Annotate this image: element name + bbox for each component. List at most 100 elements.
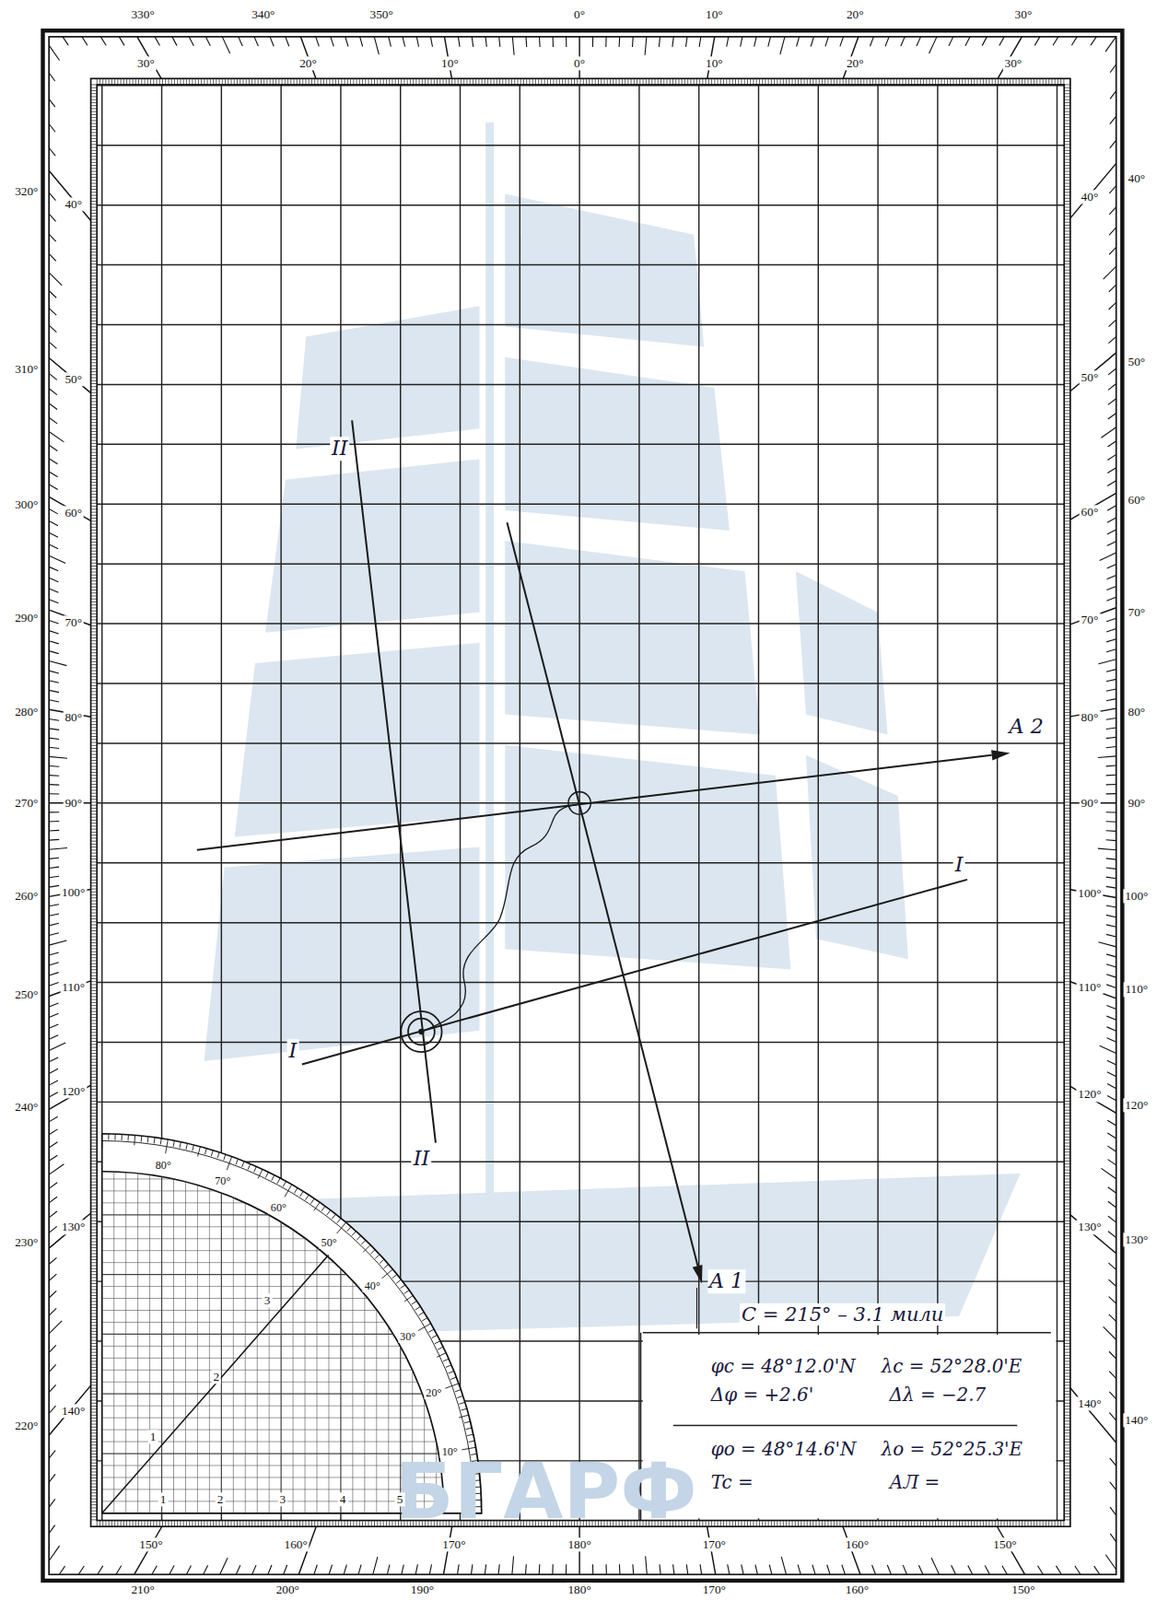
coordinate-entry: λc = 52°28.0'E: [879, 1356, 1025, 1379]
scale-label: 170°: [701, 1537, 728, 1552]
sail: [795, 571, 889, 735]
inner-border: [91, 78, 1071, 1527]
scale-label: 150°: [991, 1537, 1018, 1552]
scale-label: 40°: [62, 197, 84, 211]
line-label: I: [953, 853, 966, 877]
bearing-label: 240°: [12, 1099, 40, 1114]
bearing-label: 80°: [1125, 704, 1147, 719]
scale-label: 60°: [62, 505, 84, 520]
scale-number: 4: [338, 1492, 349, 1507]
scale-number: 2: [215, 1492, 226, 1507]
line-label: A 1: [707, 1269, 746, 1294]
scale-label: 10°: [703, 56, 725, 71]
scale-label: 160°: [843, 1537, 871, 1552]
scale-label: 60°: [1079, 504, 1101, 519]
ship-watermark: [173, 122, 1020, 1337]
scale-label: 50°: [1079, 370, 1101, 385]
scale-number: 3: [262, 1294, 273, 1309]
scale-number: 5: [395, 1492, 406, 1507]
line-label: A 2: [1007, 714, 1046, 739]
box-line: [642, 1332, 1052, 1333]
protractor-degree: 60°: [268, 1201, 289, 1215]
box-line: [673, 1425, 1017, 1426]
sail: [234, 642, 480, 837]
position-line: [302, 879, 968, 1065]
bearing-label: 100°: [1122, 888, 1150, 903]
bearing-label: 320°: [12, 185, 40, 199]
protractor-degree: 40°: [362, 1279, 383, 1293]
line-label: II: [329, 437, 351, 462]
scale-label: 120°: [1075, 1087, 1103, 1102]
bearing-label: 340°: [249, 7, 277, 22]
scale-label: 150°: [137, 1537, 164, 1552]
bearing-label: 120°: [1122, 1098, 1150, 1112]
scale-label: 120°: [59, 1084, 87, 1099]
scale-number: 3: [277, 1492, 288, 1507]
ruler-ticks: [91, 78, 1071, 1527]
bearing-label: 280°: [12, 704, 40, 719]
protractor-diagonal: [102, 1255, 329, 1514]
bearing-label: 290°: [12, 611, 40, 626]
protractor-arc: [102, 1171, 445, 1514]
scale-label: 140°: [1075, 1396, 1103, 1411]
bearing-label: 130°: [1122, 1232, 1150, 1247]
bearing-label: 270°: [12, 795, 40, 810]
scale-label: 0°: [572, 56, 587, 71]
sail: [265, 459, 480, 633]
bearing-label: 170°: [701, 1582, 728, 1597]
bearing-label: 190°: [409, 1582, 436, 1597]
scale-label: 170°: [440, 1537, 468, 1552]
scale-label: 90°: [62, 795, 84, 810]
box-ground: [642, 1334, 1057, 1519]
bearing-label: 300°: [12, 498, 40, 513]
sail: [504, 540, 760, 735]
mast: [485, 122, 494, 1327]
bearing-label: 90°: [1125, 795, 1147, 810]
fix-circle: [400, 1011, 442, 1052]
azimuth-line: [506, 522, 698, 1267]
coordinate-entry: АЛ =: [888, 1472, 943, 1495]
compass-ticks: [48, 36, 1117, 1575]
scale-label: 130°: [1075, 1220, 1103, 1235]
tick-line: [696, 1287, 698, 1329]
protractor-degree: 50°: [319, 1236, 339, 1250]
bearing-label: 310°: [12, 362, 40, 376]
coordinate-entry: Δλ = −2.7: [888, 1385, 989, 1407]
scale-label: 20°: [844, 56, 866, 71]
scale-label: 140°: [59, 1403, 87, 1418]
scale-label: 50°: [62, 372, 84, 386]
plot-lines: [197, 420, 1011, 1329]
bearing-label: 230°: [12, 1235, 40, 1250]
scale-label: 70°: [1079, 613, 1101, 628]
fix-circle: [408, 1018, 435, 1046]
bearing-label: 250°: [12, 987, 40, 1002]
bearing-label: 160°: [843, 1582, 871, 1597]
sail: [295, 305, 480, 449]
scale-number: 1: [148, 1429, 159, 1444]
protractor-degree: 10°: [440, 1445, 460, 1459]
bearing-label: 260°: [12, 888, 40, 903]
scale-label: 80°: [62, 710, 84, 725]
scale-number: 2: [210, 1370, 222, 1385]
outer-border: [43, 30, 1123, 1581]
scale-label: 90°: [1079, 795, 1101, 810]
frame: [43, 30, 1123, 1581]
scale-label: 160°: [282, 1537, 310, 1552]
outer-border: [48, 36, 1117, 1575]
bearing-label: 40°: [1125, 171, 1147, 186]
scale-ticks: [48, 36, 1117, 1575]
protractor-degree: 80°: [153, 1158, 174, 1172]
scale-label: 30°: [135, 56, 157, 71]
bearing-label: 330°: [128, 7, 156, 22]
bearing-label: 10°: [703, 7, 725, 22]
arrowhead: [991, 749, 1010, 760]
scale-label: 80°: [1079, 710, 1101, 725]
sail: [504, 745, 791, 971]
coordinate-entry: Tc =: [709, 1472, 756, 1495]
arrowhead: [692, 1264, 703, 1285]
coordinate-entry: λo = 52°25.3'E: [879, 1438, 1025, 1461]
bearing-label: 50°: [1125, 355, 1147, 370]
line-label: I: [287, 1039, 300, 1064]
protractor-degree: 70°: [212, 1174, 233, 1188]
